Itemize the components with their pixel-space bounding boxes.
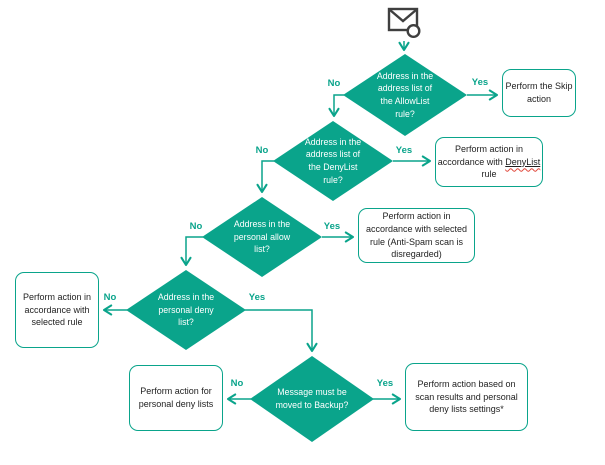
action-text: Perform action for personal deny lists xyxy=(138,386,214,409)
edge-label-personal-deny-no: No xyxy=(103,292,117,303)
action-scan-results: Perform action based on scan results and… xyxy=(405,363,528,431)
action-skip: Perform the Skip action xyxy=(502,69,576,117)
edge-label-personal-deny-yes: Yes xyxy=(248,292,266,303)
action-text: Perform action in accordance with select… xyxy=(22,292,92,328)
decision-personal-allow: Address in the personal allow list? xyxy=(202,197,322,277)
action-selected-rule-disregarded: Perform action in accordance with select… xyxy=(358,208,475,263)
action-text: Perform the Skip action xyxy=(505,81,573,104)
edge-personal-allow-no xyxy=(180,236,203,267)
edge-label-personal-allow-no: No xyxy=(189,221,203,232)
decision-allowlist: Address in the address list of the Allow… xyxy=(343,54,467,136)
action-text-prefix: Perform action in accordance with xyxy=(437,144,524,167)
denylist-underlined-word: DenyList xyxy=(505,156,541,167)
decision-text: Message must be moved to Backup? xyxy=(275,387,349,410)
decision-text: Address in the personal deny list? xyxy=(157,292,215,328)
action-text: Perform action based on scan results and… xyxy=(415,379,518,415)
decision-text: Address in the address list of the Allow… xyxy=(376,70,434,119)
action-denylist-rule: Perform action in accordance with DenyLi… xyxy=(435,137,543,187)
action-personal-deny-lists: Perform action for personal deny lists xyxy=(129,365,223,431)
edge-label-denylist-no: No xyxy=(255,145,269,156)
decision-denylist: Address in the address list of the DenyL… xyxy=(273,121,393,201)
action-text-suffix: rule xyxy=(481,169,497,180)
action-selected-rule: Perform action in accordance with select… xyxy=(15,272,99,348)
edge-label-allowlist-yes: Yes xyxy=(471,77,489,88)
edge-personal-deny-yes xyxy=(245,309,318,353)
edge-label-allowlist-no: No xyxy=(327,78,341,89)
edge-label-personal-allow-yes: Yes xyxy=(323,221,341,232)
decision-backup: Message must be moved to Backup? xyxy=(250,356,374,442)
edge-label-denylist-yes: Yes xyxy=(395,145,413,156)
edge-allowlist-no xyxy=(328,94,344,118)
decision-text: Address in the personal allow list? xyxy=(233,219,291,255)
edge-label-backup-yes: Yes xyxy=(376,378,394,389)
edge-denylist-no xyxy=(256,160,274,194)
action-text: Perform action in accordance with select… xyxy=(365,211,468,260)
edge-label-backup-no: No xyxy=(230,378,244,389)
decision-text: Address in the address list of the DenyL… xyxy=(304,136,362,185)
decision-personal-deny: Address in the personal deny list? xyxy=(126,270,246,350)
action-text: Perform action in accordance with DenyLi… xyxy=(438,143,541,181)
spellcheck-underline: DenyList xyxy=(505,157,540,167)
incoming-email-icon xyxy=(386,6,424,42)
